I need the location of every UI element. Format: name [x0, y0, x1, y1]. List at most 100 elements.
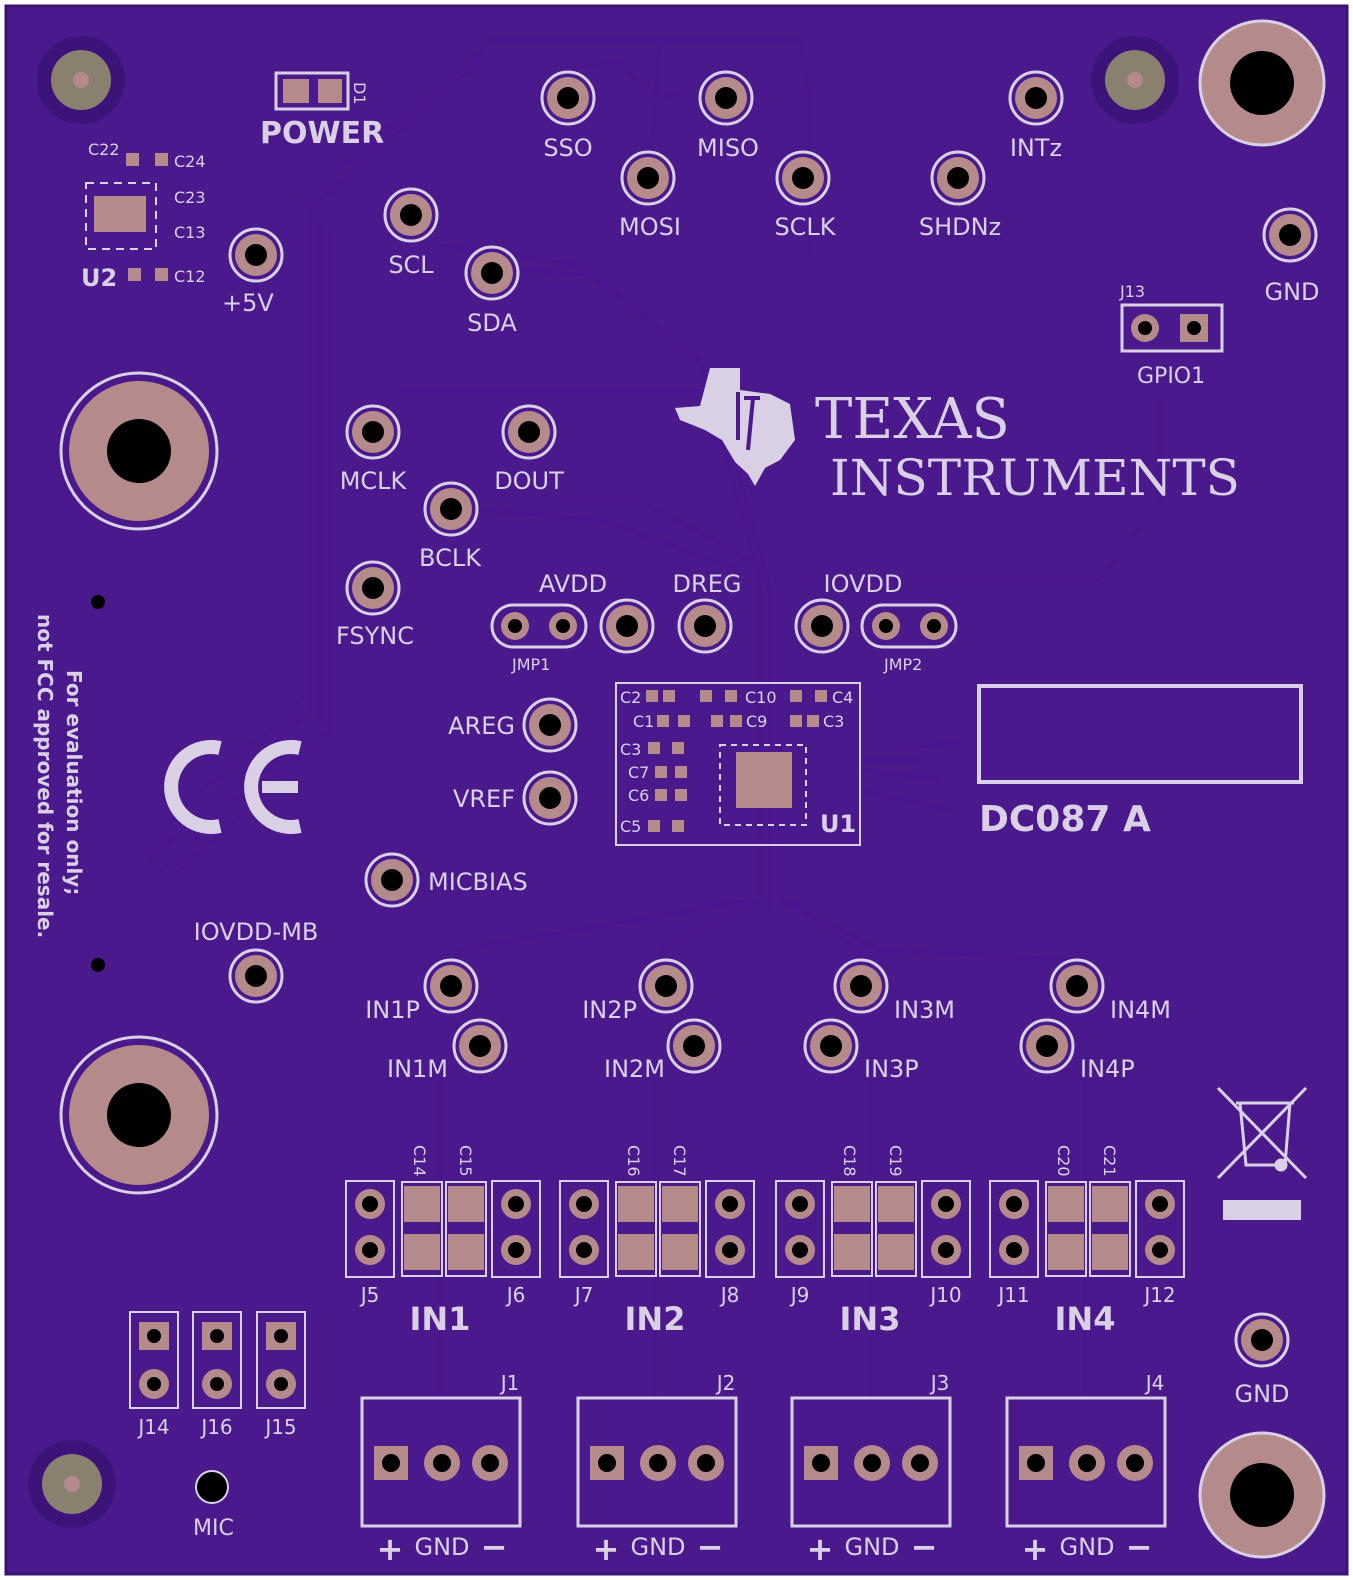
mounting-hole-left-upper: [59, 371, 219, 531]
c21-label: C21: [1100, 1145, 1119, 1177]
c17-label: C17: [670, 1145, 689, 1177]
j3-label: J3: [929, 1371, 950, 1395]
u2-label: U2: [81, 264, 117, 292]
testpoint-areg-label: AREG: [448, 712, 515, 740]
testpoint-gnd-top: GND: [1262, 207, 1320, 306]
testpoint-miso: MISO: [697, 70, 759, 162]
board-name: DC087 A: [979, 799, 1151, 840]
disclaimer-line-1: For evaluation only;: [62, 670, 86, 895]
testpoint-in4m-label: IN4M: [1110, 996, 1171, 1024]
testpoint-mclk: MCLK: [340, 404, 408, 495]
j4-label: J4: [1144, 1371, 1165, 1395]
testpoint-sso: SSO: [540, 70, 596, 162]
terminal-blocks: J1+GND− J2+GND− J3 + GND − J4 + GND −: [360, 1371, 1167, 1568]
jmp2: JMP2: [860, 603, 958, 674]
testpoint-dreg: DREG: [673, 570, 742, 654]
j16-header: J16: [192, 1311, 242, 1439]
testpoint-areg: AREG: [448, 697, 578, 753]
j7-label: J7: [573, 1283, 594, 1307]
terminal-j4: J4+GND−: [1005, 1371, 1167, 1568]
c3-label-right: C3: [823, 712, 844, 731]
j14-header: J14: [129, 1311, 179, 1439]
j12-label: J12: [1142, 1283, 1175, 1307]
c7-label: C7: [628, 763, 649, 782]
testpoint-in1p-label: IN1P: [365, 996, 420, 1024]
c13-label: C13: [174, 223, 206, 242]
small-headers: J14 J16 J15: [129, 1311, 306, 1439]
testpoint-in4p-label: IN4P: [1080, 1055, 1135, 1083]
c2-label: C2: [620, 688, 641, 707]
terminal-j1-minus: −: [481, 1528, 508, 1566]
testpoint-in3p-label: IN3P: [864, 1055, 919, 1083]
testpoint-dreg-label: DREG: [673, 570, 742, 598]
j10-label: J10: [928, 1283, 961, 1307]
j13-header: J13 GPIO1: [1119, 282, 1224, 389]
testpoint-sso-label: SSO: [543, 134, 592, 162]
c16-label: C16: [624, 1145, 643, 1177]
testpoint-iovdd: IOVDD: [794, 570, 903, 654]
testpoint-intz: INTz: [1008, 70, 1064, 162]
terminal-j4-plus: +: [1022, 1530, 1049, 1568]
j11-label: J11: [996, 1283, 1029, 1307]
testpoint-micbias: MICBIAS: [364, 852, 528, 908]
j15-label: J15: [263, 1415, 296, 1439]
testpoint-in3p: IN3P: [803, 1018, 919, 1083]
vias: [91, 595, 229, 1504]
j1-label: J1: [499, 1371, 520, 1395]
testpoint-in2m-label: IN2M: [604, 1055, 665, 1083]
mounting-hole-tr-small: [1091, 36, 1179, 124]
j13-label: J13: [1119, 282, 1145, 301]
terminal-j4-gnd: GND: [1059, 1533, 1114, 1561]
testpoint-fsync-label: FSYNC: [336, 622, 414, 650]
testpoint-gnd-top-label: GND: [1264, 278, 1319, 306]
j16-label: J16: [199, 1415, 232, 1439]
gpio1-label: GPIO1: [1137, 364, 1205, 389]
ti-logo: TEXAS INSTRUMENTS: [675, 368, 1240, 507]
testpoint-in1p: IN1P: [365, 958, 479, 1024]
testpoint-mosi: MOSI: [619, 150, 681, 241]
c23-label: C23: [174, 188, 206, 207]
power-label: POWER: [260, 116, 384, 151]
j9-label: J9: [789, 1283, 810, 1307]
testpoint-mclk-label: MCLK: [340, 467, 408, 495]
testpoint-scl: SCL: [383, 187, 439, 279]
c4-label: C4: [832, 688, 853, 707]
testpoint-bclk: BCLK: [419, 481, 482, 572]
terminal-j3: J3+GND−: [790, 1371, 952, 1568]
terminal-j1: J1+GND−: [360, 1371, 522, 1568]
c20-label: C20: [1054, 1145, 1073, 1177]
power-led: D1 POWER: [260, 71, 384, 151]
testpoint-in2m: IN2M: [604, 1018, 722, 1083]
testpoint-gnd-bottom-label: GND: [1234, 1380, 1289, 1408]
testpoint-sda-label: SDA: [467, 309, 517, 337]
mounting-hole-left-lower: [59, 1035, 219, 1195]
c24-label: C24: [174, 152, 206, 171]
terminal-j2: J2+GND−: [576, 1371, 738, 1568]
disclaimer-line-2: not FCC approved for resale.: [33, 614, 57, 938]
testpoint-in4p: IN4P: [1019, 1018, 1135, 1083]
terminal-j3-minus: −: [911, 1528, 938, 1566]
terminal-j2-gnd: GND: [630, 1533, 685, 1561]
j6-label: J6: [505, 1283, 526, 1307]
testpoint-mosi-label: MOSI: [619, 213, 681, 241]
testpoint-micbias-label: MICBIAS: [428, 868, 528, 896]
c1-label: C1: [633, 712, 654, 731]
c9-label: C9: [746, 712, 767, 731]
mounting-hole-tr: [1198, 19, 1326, 147]
c3-label-left: C3: [620, 740, 641, 759]
testpoint-iovdd-label: IOVDD: [824, 570, 903, 598]
j14-label: J14: [136, 1415, 169, 1439]
terminal-j3-plus: +: [807, 1530, 834, 1568]
c6-label: C6: [628, 786, 649, 805]
j5-label: J5: [359, 1283, 380, 1307]
c18-label: C18: [840, 1145, 859, 1177]
c22-label: C22: [88, 140, 120, 159]
label-area: [977, 684, 1303, 784]
testpoint-sda: SDA: [464, 245, 520, 337]
mounting-hole-br: [1198, 1431, 1326, 1559]
in3-label: IN3: [840, 1300, 901, 1338]
